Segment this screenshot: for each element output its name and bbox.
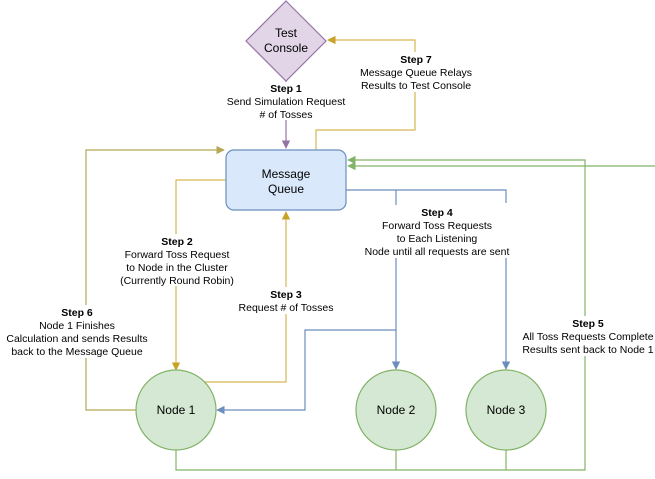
node3-label: Node 3 — [487, 403, 526, 417]
svg-text:Step 3: Step 3 — [270, 289, 302, 301]
svg-text:Forward Toss Requests: Forward Toss Requests — [382, 220, 492, 232]
svg-text:All Toss Requests Complete: All Toss Requests Complete — [522, 331, 653, 343]
step1-label: Step 1 Send Simulation Request # of Toss… — [222, 82, 350, 121]
test-console-node[interactable]: Test Console — [245, 0, 327, 82]
edge-step5-bus — [175, 155, 586, 471]
message-queue-node[interactable]: Message Queue — [225, 149, 347, 211]
svg-text:back to the Message Queue: back to the Message Queue — [11, 346, 142, 358]
svg-text:Step 2: Step 2 — [161, 236, 193, 248]
svg-text:to Each Listening: to Each Listening — [397, 233, 478, 245]
svg-text:Send Simulation Request: Send Simulation Request — [227, 96, 346, 108]
step7-label: Step 7 Message Queue Relays Results to T… — [355, 52, 477, 92]
svg-text:Step 1: Step 1 — [270, 83, 302, 95]
edge-step3 — [205, 211, 291, 383]
edge-step7 — [315, 35, 416, 150]
svg-text:to Node in the Cluster: to Node in the Cluster — [126, 262, 228, 274]
step2-label: Step 2 Forward Toss Request to Node in t… — [112, 234, 242, 287]
step3-label: Step 3 Request # of Tosses — [232, 287, 340, 314]
edge-step4-node1 — [216, 329, 396, 415]
svg-text:Results to Test Console: Results to Test Console — [361, 80, 471, 92]
svg-text:Node 1 Finishes: Node 1 Finishes — [39, 320, 115, 332]
edge-step2 — [171, 179, 226, 371]
test-console-label-2: Console — [264, 41, 308, 55]
svg-text:Request # of Tosses: Request # of Tosses — [239, 302, 334, 314]
node1-label: Node 1 — [157, 403, 196, 417]
edge-step4-main — [346, 189, 507, 203]
node1[interactable]: Node 1 — [135, 369, 217, 451]
node2[interactable]: Node 2 — [355, 369, 437, 451]
svg-text:Forward Toss Request: Forward Toss Request — [125, 249, 230, 261]
svg-text:Step 5: Step 5 — [572, 318, 604, 330]
svg-text:Step 6: Step 6 — [61, 307, 93, 319]
node2-label: Node 2 — [377, 403, 416, 417]
step5-label: Step 5 All Toss Requests Complete Result… — [518, 316, 655, 356]
svg-text:Results sent back to Node 1: Results sent back to Node 1 — [522, 344, 653, 356]
test-console-label-1: Test — [275, 26, 298, 40]
svg-text:Message Queue Relays: Message Queue Relays — [360, 67, 472, 79]
node3[interactable]: Node 3 — [465, 369, 547, 451]
svg-text:Step 7: Step 7 — [400, 54, 432, 66]
svg-text:Step 4: Step 4 — [421, 207, 453, 219]
message-queue-label-1: Message — [262, 167, 311, 181]
svg-text:# of Tosses: # of Tosses — [260, 109, 313, 121]
step6-label: Step 6 Node 1 Finishes Calculation and s… — [0, 305, 152, 358]
message-queue-label-2: Queue — [268, 182, 304, 196]
edge-step6 — [85, 145, 225, 411]
svg-text:(Currently Round Robin): (Currently Round Robin) — [120, 275, 234, 287]
svg-text:Calculation and sends Results: Calculation and sends Results — [6, 333, 147, 345]
step4-label: Step 4 Forward Toss Requests to Each Lis… — [358, 205, 516, 258]
svg-text:Node until all requests are se: Node until all requests are sent — [365, 246, 510, 258]
